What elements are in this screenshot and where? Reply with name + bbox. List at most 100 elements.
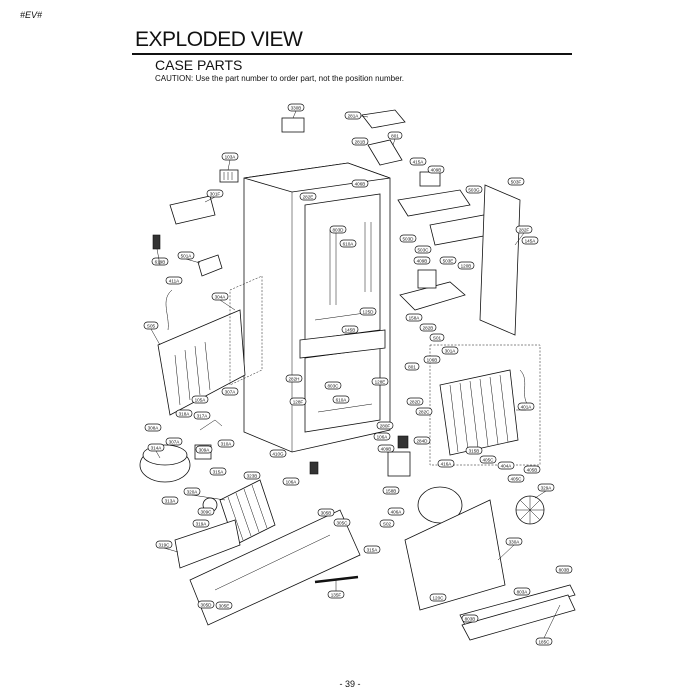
callout-411A: 411A	[165, 276, 183, 285]
svg-text:330A: 330A	[509, 540, 521, 545]
callout-128F: 128F	[289, 397, 307, 406]
callout-282E: 282E	[299, 192, 317, 201]
callout-801b: 801	[404, 362, 420, 371]
callout-406B: 406B	[351, 179, 369, 188]
callout-406A: 406A	[387, 507, 405, 516]
svg-text:304A: 304A	[215, 295, 227, 300]
wire-harness-411A	[165, 289, 173, 331]
callout-158A: 158A	[405, 313, 423, 322]
callout-120C: 120C	[429, 593, 447, 602]
svg-text:315A: 315A	[213, 470, 225, 475]
svg-text:282C: 282C	[419, 410, 431, 415]
callout-803B-2: 803B	[461, 614, 479, 623]
svg-text:323B: 323B	[247, 474, 258, 479]
compressor-314A	[139, 444, 191, 483]
svg-text:503G: 503G	[468, 188, 480, 193]
callout-313A: 313A	[161, 496, 179, 505]
callout-304A: 304A	[211, 292, 229, 301]
svg-text:619B: 619B	[155, 260, 166, 265]
callout-284D: 284D	[413, 436, 431, 445]
svg-text:313A: 313A	[165, 499, 177, 504]
callout-405C-2: 405C	[507, 474, 525, 483]
control-pcb-501A	[197, 254, 223, 277]
svg-text:330B: 330B	[291, 106, 302, 111]
callout-409B: 409B	[427, 165, 445, 174]
svg-text:128E: 128E	[375, 380, 386, 385]
door-stopper-281A	[361, 109, 406, 129]
svg-text:310A: 310A	[221, 442, 233, 447]
svg-text:405C: 405C	[511, 477, 523, 482]
svg-text:301A: 301A	[445, 349, 457, 354]
callout-503F: 503F	[507, 177, 525, 186]
callout-282H: 282H	[285, 374, 303, 383]
callout-318A: 318A	[175, 409, 193, 418]
callout-145A: 145A	[521, 236, 539, 245]
svg-text:281B: 281B	[355, 140, 366, 145]
callout-317A: 317A	[193, 411, 211, 420]
machine-cover-319C	[174, 519, 241, 569]
fan-shroud-406A	[417, 486, 463, 524]
leader-lines	[150, 110, 561, 639]
section-subtitle: CASE PARTS	[155, 57, 243, 73]
svg-text:S05: S05	[147, 324, 156, 329]
svg-text:416A: 416A	[441, 462, 453, 467]
svg-text:415A: 415A	[413, 160, 425, 165]
callout-410G: 410G	[269, 449, 287, 458]
callout-319C: 319C	[155, 540, 173, 549]
callout-S01: S01	[429, 333, 445, 342]
callout-319A: 319A	[192, 519, 210, 528]
evaporator-cover-330A	[404, 499, 506, 611]
top-hinge-330B	[281, 117, 305, 133]
svg-text:803B: 803B	[465, 617, 476, 622]
rail-135F	[314, 575, 359, 584]
fan-blade-329A	[515, 495, 545, 525]
svg-text:128F: 128F	[293, 400, 304, 405]
svg-text:120B: 120B	[461, 264, 472, 269]
callout-401A: 401A	[517, 402, 535, 411]
svg-text:106A: 106A	[286, 480, 298, 485]
svg-text:610A: 610A	[343, 242, 355, 247]
heater-cord-408A	[519, 369, 529, 406]
svg-text:185C: 185C	[539, 640, 551, 645]
callout-305E: 305E	[215, 601, 233, 610]
svg-text:409B: 409B	[417, 259, 428, 264]
svg-text:406B: 406B	[355, 182, 366, 187]
auger-motor-415A	[419, 171, 441, 187]
svg-text:405C: 405C	[483, 458, 495, 463]
callout-330B: 330B	[287, 103, 305, 112]
title-underline	[132, 53, 572, 55]
callout-803B: 803B	[555, 565, 573, 574]
callout-315A-2: 315A	[363, 545, 381, 554]
svg-text:105A: 105A	[195, 398, 207, 403]
svg-text:125D: 125D	[363, 310, 375, 315]
callout-103A: 103A	[221, 152, 239, 161]
small-cover-301F	[169, 195, 216, 225]
callout-309A: 309A	[195, 445, 213, 454]
svg-text:404A: 404A	[501, 464, 513, 469]
callout-307A: 307A	[221, 387, 239, 396]
callout-501A: 501A	[177, 251, 195, 260]
callout-305B: 305B	[317, 508, 335, 517]
callout-106B: 106B	[423, 355, 441, 364]
callout-282F: 282F	[515, 225, 533, 234]
svg-text:281A: 281A	[348, 114, 360, 119]
svg-text:120C: 120C	[433, 596, 445, 601]
callout-308A: 308A	[144, 423, 162, 432]
evaporator-401A	[429, 344, 541, 466]
callout-315A: 315A	[209, 467, 227, 476]
svg-text:503D: 503D	[403, 237, 415, 242]
callout-416A: 416A	[437, 459, 455, 468]
callout-281A: 281A	[344, 111, 362, 120]
callout-315B: 315B	[465, 446, 483, 455]
callout-310A: 310A	[217, 439, 235, 448]
svg-text:135F: 135F	[331, 593, 342, 598]
callout-323B: 323B	[243, 471, 261, 480]
callout-405B: 405B	[523, 465, 541, 474]
page-number: - 39 -	[339, 679, 361, 689]
svg-text:610A: 610A	[336, 398, 348, 403]
callout-610A-2: 610A	[332, 395, 350, 404]
svg-text:307A: 307A	[225, 390, 237, 395]
callout-282C: 282C	[415, 407, 433, 416]
callout-503E: 503E	[439, 256, 457, 265]
